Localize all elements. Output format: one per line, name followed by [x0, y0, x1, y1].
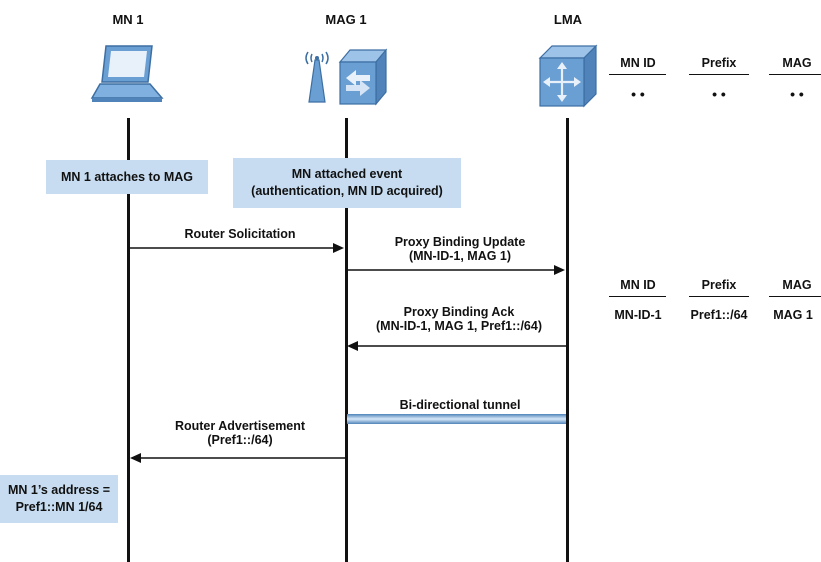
binding-table-filled-header-prefix: Prefix — [701, 278, 737, 292]
router-solicitation-arrow — [129, 243, 344, 253]
binding-table-filled-value-mnid: MN-ID-1 — [614, 308, 662, 322]
attached-event-note: MN attached event (authentication, MN ID… — [233, 158, 461, 208]
proxy-binding-update-label: Proxy Binding Update (MN-ID-1, MAG 1) — [370, 235, 550, 263]
binding-table-filled-rule — [769, 296, 821, 297]
pbu-line1: Proxy Binding Update — [394, 235, 526, 249]
binding-table-empty-header-prefix: Prefix — [701, 56, 737, 70]
binding-table-filled-value-prefix: Pref1::/64 — [690, 308, 748, 322]
bi-directional-tunnel-bar — [347, 414, 566, 424]
binding-table-filled-header-mnid: MN ID — [620, 278, 656, 292]
binding-table-empty-rule — [609, 74, 666, 75]
attached-event-line2: (authentication, MN ID acquired) — [251, 184, 443, 198]
mn-attaches-note: MN 1 attaches to MAG — [46, 160, 208, 194]
lma-lifeline — [566, 118, 569, 562]
proxy-binding-ack-arrow — [347, 341, 566, 351]
mn-address-line2: Pref1::MN 1/64 — [15, 500, 103, 514]
laptop-icon — [90, 45, 164, 102]
proxy-binding-update-arrow — [347, 265, 565, 275]
lma-header: LMA — [553, 12, 583, 27]
mn-header: MN 1 — [112, 12, 144, 27]
mag-router-icon — [305, 48, 388, 106]
router-advertisement-label: Router Advertisement (Pref1::/64) — [150, 419, 330, 447]
binding-table-empty-rule — [769, 74, 821, 75]
binding-table-empty-value-mag: • • — [790, 86, 804, 102]
binding-table-empty-value-prefix: • • — [712, 86, 726, 102]
mag-lifeline — [345, 118, 348, 562]
pba-line1: Proxy Binding Ack — [403, 305, 515, 319]
binding-table-empty-header-mag: MAG — [782, 56, 812, 70]
binding-table-filled-value-mag: MAG 1 — [773, 308, 813, 322]
attached-event-line1: MN attached event — [291, 167, 403, 181]
router-advertisement-arrow — [130, 453, 345, 463]
binding-table-empty-value-mnid: • • — [631, 86, 645, 102]
ra-line2: (Pref1::/64) — [207, 433, 273, 447]
mag-header: MAG 1 — [325, 12, 367, 27]
mn-attaches-text: MN 1 attaches to MAG — [61, 169, 193, 184]
lma-router-icon — [538, 44, 598, 108]
pbu-line2: (MN-ID-1, MAG 1) — [408, 249, 512, 263]
ra-line1: Router Advertisement — [174, 419, 306, 433]
pba-line2: (MN-ID-1, MAG 1, Pref1::/64) — [376, 319, 542, 333]
binding-table-empty-header-mnid: MN ID — [620, 56, 656, 70]
mn-address-line1: MN 1’s address = — [7, 483, 110, 497]
router-solicitation-label: Router Solicitation — [184, 227, 296, 241]
proxy-binding-ack-label: Proxy Binding Ack (MN-ID-1, MAG 1, Pref1… — [356, 305, 562, 333]
tunnel-label: Bi-directional tunnel — [399, 398, 521, 412]
binding-table-filled-header-mag: MAG — [782, 278, 812, 292]
binding-table-empty-rule — [689, 74, 749, 75]
mn-lifeline — [127, 118, 130, 562]
binding-table-filled-rule — [689, 296, 749, 297]
binding-table-filled-rule — [609, 296, 666, 297]
mn-address-note: MN 1’s address = Pref1::MN 1/64 — [0, 475, 118, 523]
